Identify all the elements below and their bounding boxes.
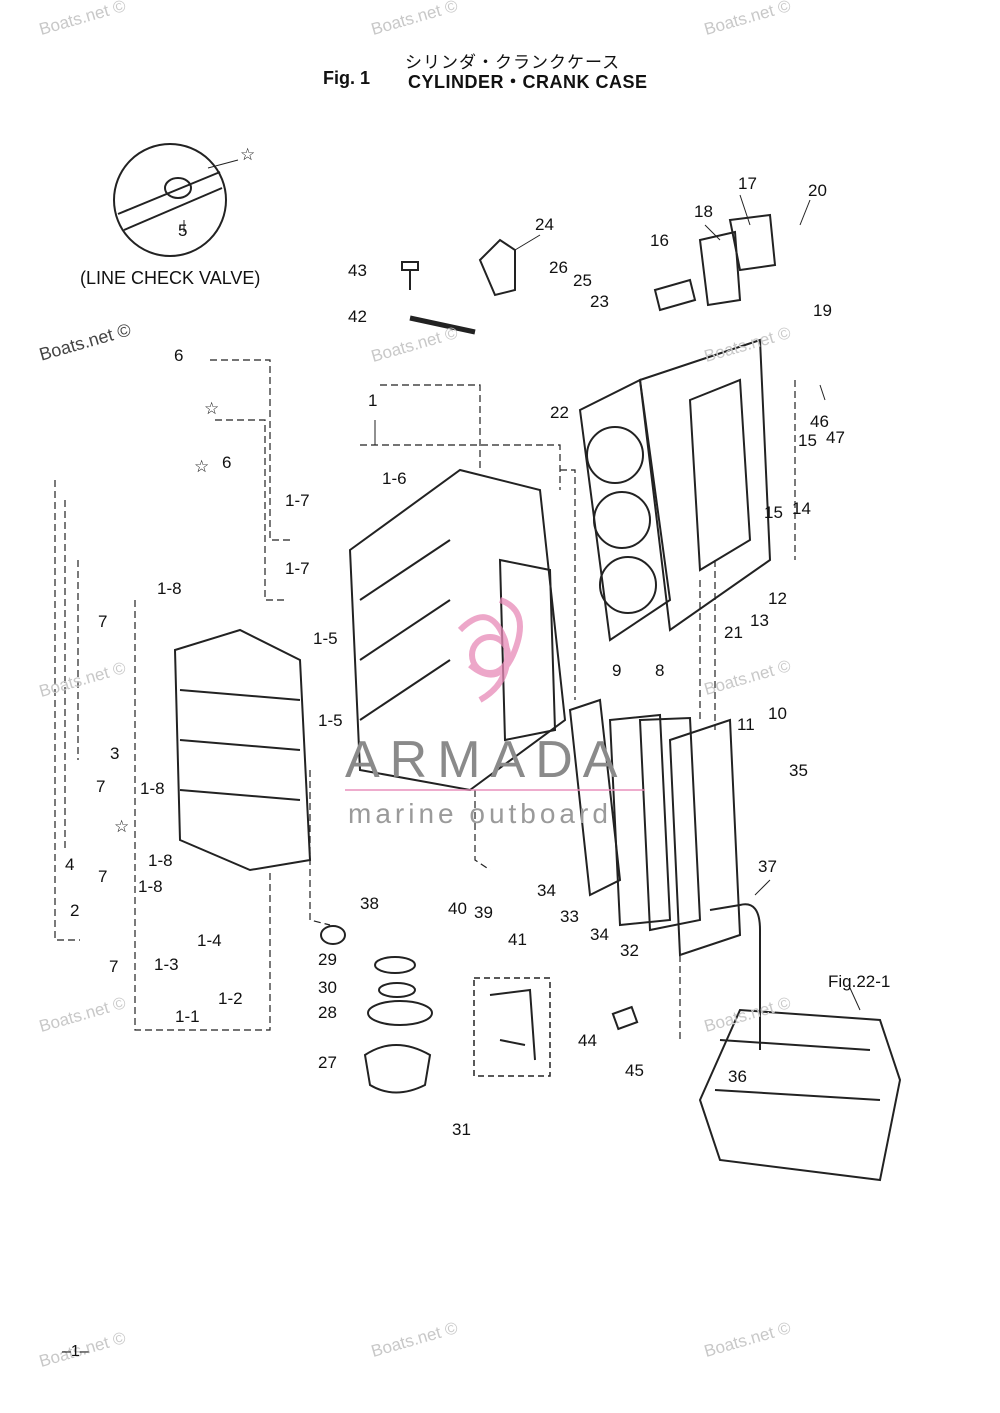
- callout-20: 20: [808, 181, 827, 200]
- callout-1: 1: [368, 391, 378, 410]
- callout-8: 8: [655, 661, 665, 680]
- lower-pan: [698, 1008, 902, 1182]
- brand-watermark: ARMADA: [345, 731, 628, 789]
- callout-18: 18: [694, 202, 713, 221]
- page-title: CYLINDER・CRANK CASE: [408, 72, 648, 92]
- star-marker: ☆: [204, 399, 220, 418]
- callout-24: 24: [535, 215, 554, 234]
- callout-7: 7: [109, 957, 119, 976]
- exhaust-inner-cover: [608, 713, 672, 927]
- star-marker: ☆: [194, 457, 210, 476]
- line-check-valve-inset: [113, 143, 227, 257]
- callout-27: 27: [318, 1053, 337, 1072]
- page-number: –1–: [62, 1343, 89, 1360]
- callout-10: 10: [768, 704, 787, 723]
- callout-37: 37: [758, 857, 777, 876]
- callout-40: 40: [448, 899, 467, 918]
- callout-33: 33: [560, 907, 579, 926]
- callout-13: 13: [750, 611, 769, 630]
- figure-number: Fig. 1: [323, 68, 371, 88]
- callout-19: 19: [813, 301, 832, 320]
- star-marker: ☆: [240, 145, 256, 164]
- cylinder-head-gasket: [578, 378, 672, 642]
- callout-22: 22: [550, 403, 569, 422]
- callout-47: 47: [826, 428, 845, 447]
- callout-32: 32: [620, 941, 639, 960]
- callout-38: 38: [360, 894, 379, 913]
- brand-tagline-watermark: marine outboard: [348, 798, 612, 829]
- callout-35: 35: [789, 761, 808, 780]
- callout-1-7: 1-7: [285, 491, 310, 510]
- callout-1-8: 1-8: [157, 579, 182, 598]
- armada-logo-mark: [457, 597, 523, 703]
- callout-43: 43: [348, 261, 367, 280]
- callout-44: 44: [578, 1031, 597, 1050]
- page-title-japanese: シリンダ・クランクケース: [405, 53, 621, 72]
- callout-1-6: 1-6: [382, 469, 407, 488]
- callout-1-3: 1-3: [154, 955, 179, 974]
- exhaust-gasket: [568, 698, 622, 897]
- callout-7: 7: [98, 612, 108, 631]
- inset-caption: (LINE CHECK VALVE): [80, 268, 261, 288]
- callout-28: 28: [318, 1003, 337, 1022]
- callout-9: 9: [612, 661, 622, 680]
- callout-30: 30: [318, 978, 337, 997]
- callout-42: 42: [348, 307, 367, 326]
- callout-17: 17: [738, 174, 757, 193]
- star-marker: ☆: [114, 817, 130, 836]
- callout-26: 26: [549, 258, 568, 277]
- callout-1-5: 1-5: [318, 711, 343, 730]
- callout-1-8: 1-8: [140, 779, 165, 798]
- callout-7: 7: [98, 867, 108, 886]
- callout-36: 36: [728, 1067, 747, 1086]
- callout-15: 15: [764, 503, 783, 522]
- callout-34: 34: [537, 881, 556, 900]
- callout-6: 6: [174, 346, 184, 365]
- callout-14: 14: [792, 499, 811, 518]
- callout-12: 12: [768, 589, 787, 608]
- callout-1-2: 1-2: [218, 989, 243, 1008]
- callout-16: 16: [650, 231, 669, 250]
- cylinder-head: [638, 338, 772, 632]
- callout-29: 29: [318, 950, 337, 969]
- cylinder-block: [348, 468, 567, 792]
- callout-31: 31: [452, 1120, 471, 1139]
- callout-21: 21: [724, 623, 743, 642]
- callout-41: 41: [508, 930, 527, 949]
- exhaust-outer-cover: [668, 718, 742, 957]
- callout-5: 5: [178, 221, 188, 240]
- callout-7: 7: [96, 777, 106, 796]
- callout-39: 39: [474, 903, 493, 922]
- callout-1-7: 1-7: [285, 559, 310, 578]
- callout-1-8: 1-8: [148, 851, 173, 870]
- callout-4: 4: [65, 855, 75, 874]
- figure-reference-link: Fig.22-1: [828, 972, 891, 991]
- callout-45: 45: [625, 1061, 644, 1080]
- callout-1-1: 1-1: [175, 1007, 200, 1026]
- callout-23: 23: [590, 292, 609, 311]
- callout-6: 6: [222, 453, 232, 472]
- callout-1-8: 1-8: [138, 877, 163, 896]
- callout-25: 25: [573, 271, 592, 290]
- callout-15: 15: [798, 431, 817, 450]
- oil-seal-housing: [363, 1044, 432, 1094]
- callout-2: 2: [70, 901, 80, 920]
- callout-11: 11: [737, 715, 755, 734]
- callout-1-5: 1-5: [313, 629, 338, 648]
- callout-46: 46: [810, 412, 829, 431]
- callout-34: 34: [590, 925, 609, 944]
- callout-1-4: 1-4: [197, 931, 222, 950]
- callout-3: 3: [110, 744, 120, 763]
